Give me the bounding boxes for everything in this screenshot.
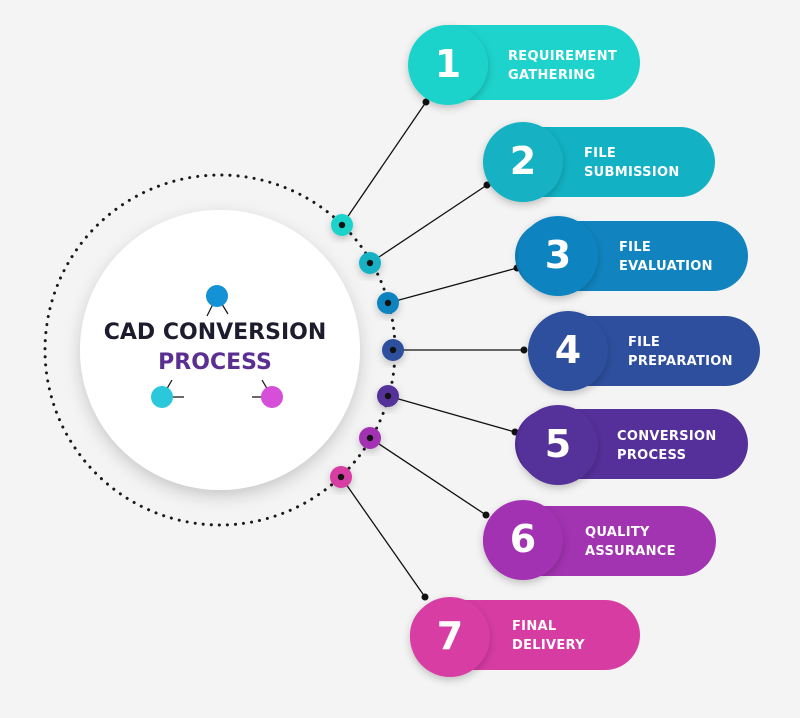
step-2-number: 2: [509, 139, 537, 183]
step-1-label-line-1: REQUIREMENT: [508, 49, 618, 64]
step-6-badge: [483, 500, 563, 580]
step-1-connector-end: [422, 98, 430, 106]
step-1-badge: [408, 25, 488, 105]
step-2-badge: [483, 122, 563, 202]
title-line-2: PROCESS: [158, 350, 272, 375]
step-4-label-line-2: PREPARATION: [628, 354, 733, 369]
step-3-ring-node-dot: [384, 299, 392, 307]
step-1-number: 1: [434, 42, 462, 86]
step-2-ring-node-dot: [366, 259, 374, 267]
center-circle: [80, 210, 360, 490]
step-2-label: FILE SUBMISSION: [584, 144, 680, 182]
step-5-label: CONVERSION PROCESS: [617, 427, 717, 465]
step-7-connector-end: [421, 593, 429, 601]
step-3-label: FILE EVALUATION: [619, 238, 713, 276]
step-2-label-line-1: FILE: [584, 146, 617, 161]
step-7-label-line-1: FINAL: [512, 619, 557, 634]
step-5-badge: [518, 405, 598, 485]
step-2-label-line-2: SUBMISSION: [584, 165, 680, 180]
ring-nodes: [330, 214, 404, 488]
step-1-ring-node-dot: [338, 221, 346, 229]
step-1-label-line-2: GATHERING: [508, 68, 596, 83]
step-5-connector: [387, 395, 516, 433]
step-4-connector-end: [520, 346, 528, 354]
connectors: [340, 98, 528, 601]
icon-node-left: [151, 386, 173, 408]
icon-node-right: [261, 386, 283, 408]
diagram-title: CAD CONVERSION PROCESS: [90, 318, 340, 378]
step-7-label-line-2: DELIVERY: [512, 638, 585, 653]
step-4-ring-node-dot: [389, 346, 397, 354]
step-6-number: 6: [509, 517, 537, 561]
step-5-label-line-2: PROCESS: [617, 448, 687, 463]
step-3-badge: [518, 216, 598, 296]
step-6-connector: [369, 437, 487, 516]
step-3-label-line-1: FILE: [619, 240, 652, 255]
step-1-label: REQUIREMENT GATHERING: [508, 47, 617, 85]
step-6-connector-end: [482, 511, 490, 519]
step-5-number: 5: [544, 422, 572, 466]
step-5-label-line-1: CONVERSION: [617, 429, 717, 444]
step-6-label: QUALITY ASSURANCE: [585, 523, 676, 561]
step-7-ring-node-dot: [337, 473, 345, 481]
step-4-label-line-1: FILE: [628, 335, 661, 350]
step-1-connector: [341, 101, 427, 226]
step-7-label: FINAL DELIVERY: [512, 617, 585, 655]
step-2-connector-end: [483, 181, 491, 189]
step-5-ring-node-dot: [384, 392, 392, 400]
step-2-connector: [369, 184, 488, 264]
title-line-1: CAD CONVERSION: [103, 320, 327, 345]
icon-node-top: [206, 285, 228, 307]
step-3-label-line-2: EVALUATION: [619, 259, 713, 274]
step-6-label-line-2: ASSURANCE: [585, 544, 676, 559]
step-7-number: 7: [436, 614, 464, 658]
step-3-connector: [387, 267, 518, 304]
step-7-connector: [340, 476, 426, 598]
step-6-label-line-1: QUALITY: [585, 525, 650, 540]
step-7-badge: [410, 597, 490, 677]
network-icon: [151, 285, 283, 408]
step-4-badge: [528, 311, 608, 391]
step-4-number: 4: [554, 328, 582, 372]
step-4-label: FILE PREPARATION: [628, 333, 733, 371]
step-3-number: 3: [544, 233, 572, 277]
step-6-ring-node-dot: [366, 434, 374, 442]
step-pills: [408, 25, 760, 677]
